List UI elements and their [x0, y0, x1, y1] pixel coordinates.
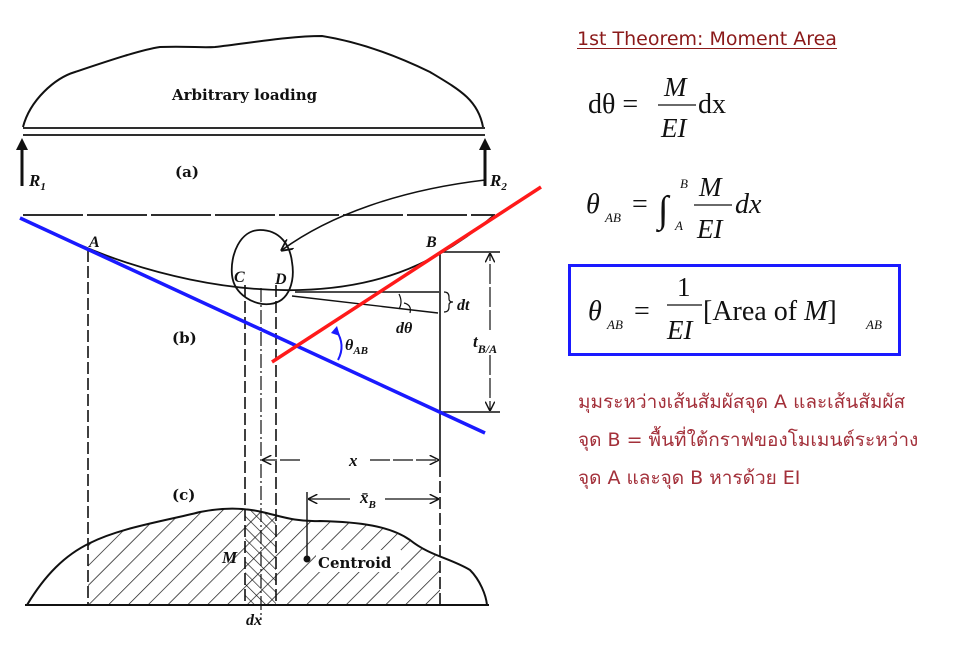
centroid-dot: [303, 555, 311, 563]
dtheta-arc: [398, 293, 411, 314]
svg-text:M: M: [698, 172, 723, 202]
loading-curve: [22, 34, 484, 128]
centroid-label-bg: [316, 550, 401, 572]
svg-text:=: =: [634, 296, 650, 327]
tangent-d: [291, 295, 439, 314]
detail-circle: [230, 229, 294, 306]
svg-text:AB: AB: [606, 317, 623, 332]
svg-text:B: B: [680, 176, 688, 191]
x-label: x: [348, 451, 358, 470]
tba-label: tB/A: [473, 332, 497, 356]
equation-3-boxed: θ AB = 1 EI [Area of M] AB: [588, 272, 882, 345]
moment-area-hatch: [88, 508, 440, 605]
svg-text:=: =: [632, 189, 648, 220]
detail-arrow: [282, 179, 486, 250]
part-b-label: (b): [172, 329, 197, 347]
equation-box: [568, 264, 901, 356]
description-line: มุมระหว่างเส้นสัมผัสจุด A และเส้นสัมผัส: [578, 391, 906, 413]
part-a-label: (a): [175, 163, 199, 181]
centroid-label: Centroid: [318, 554, 392, 572]
description: มุมระหว่างเส้นสัมผัสจุด A และเส้นสัมผัส …: [578, 383, 968, 497]
svg-text:[Area of M]: [Area of M]: [703, 296, 837, 327]
part-c-label: (c): [172, 486, 195, 504]
svg-text:dx: dx: [698, 89, 726, 120]
equation-1: dθ = M EI dx: [588, 72, 726, 143]
tangent-line-b: [271, 185, 542, 364]
svg-text:AB: AB: [865, 317, 882, 332]
svg-text:EI: EI: [696, 214, 724, 244]
theta-ab-arrowhead: [331, 326, 340, 336]
point-a-label: A: [88, 234, 100, 251]
slide-title: 1st Theorem: Moment Area: [577, 28, 837, 50]
reaction-arrow-right: [479, 138, 491, 186]
point-d-label: D: [274, 271, 287, 288]
moment-curve: [26, 507, 488, 606]
svg-text:M: M: [663, 72, 688, 102]
dt-brace: [443, 291, 454, 313]
equation-2: θ AB = ∫ B A M EI dx: [586, 172, 762, 244]
dt-label: dt: [457, 297, 470, 314]
reaction-arrow-left: [16, 138, 28, 186]
svg-text:EI: EI: [660, 113, 688, 143]
dtheta-label: dθ: [396, 320, 413, 337]
theta-ab-label: θAB: [345, 337, 368, 357]
point-b-label: B: [425, 234, 437, 251]
description-line: จุด A และจุด B หารด้วย EI: [578, 467, 801, 489]
description-line: จุด B = พื้นที่ใต้กราฟของโมเมนต์ระหว่าง: [578, 429, 919, 451]
svg-text:θ: θ: [588, 296, 602, 327]
svg-text:EI: EI: [666, 315, 694, 345]
svg-text:A: A: [674, 218, 683, 233]
dx-label: dx: [246, 612, 262, 629]
svg-text:dθ =: dθ =: [588, 89, 638, 120]
xbar-label: x̄B: [359, 488, 376, 511]
moment-label: M: [221, 548, 238, 567]
svg-text:dx: dx: [735, 189, 762, 220]
tangent-line-a: [19, 216, 486, 435]
reaction-right-label: R2: [489, 171, 507, 193]
svg-text:1: 1: [677, 272, 691, 302]
svg-text:AB: AB: [604, 210, 621, 225]
reaction-left-label: R1: [28, 171, 46, 193]
svg-text:∫: ∫: [656, 189, 671, 233]
loading-label: Arbitrary loading: [171, 86, 318, 104]
svg-text:θ: θ: [586, 189, 600, 220]
point-c-label: C: [234, 269, 245, 286]
